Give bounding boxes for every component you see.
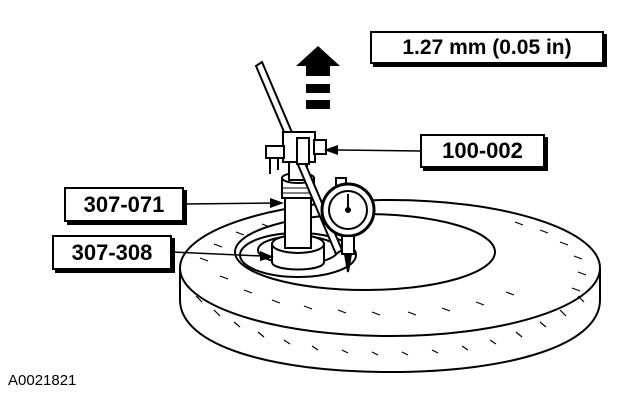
leader-lines [171,145,421,261]
tool-307-308-label: 307-308 [52,235,172,270]
tire-tread [195,217,587,356]
tire [179,199,601,374]
lift-measurement-label: 1.27 mm (0.05 in) [370,31,604,64]
figure-id: A0021821 [8,372,77,389]
tool-307-071-label: 307-071 [64,187,184,222]
tool-100-002-clamp [265,131,327,174]
up-arrow-icon [296,46,340,109]
tool-100-002-label: 100-002 [420,134,545,168]
dial-indicator-icon [320,177,376,273]
